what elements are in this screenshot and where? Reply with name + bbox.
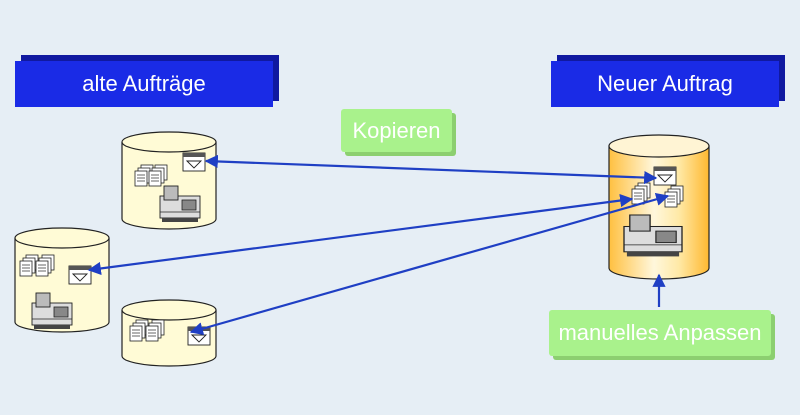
copy-arrows xyxy=(87,154,670,336)
old-orders-header: alte Aufträge xyxy=(15,61,273,107)
copy-arrow-3 xyxy=(189,192,670,336)
new-order-database xyxy=(608,134,710,280)
document-stack-icon xyxy=(129,319,165,342)
copy-arrow-1 xyxy=(204,154,658,185)
old-orders-header-label: alte Aufträge xyxy=(82,71,206,96)
old-order-database-3 xyxy=(121,299,217,367)
program-window-icon xyxy=(182,152,206,172)
copy-label: Kopieren xyxy=(352,117,441,143)
new-order-header: Neuer Auftrag xyxy=(551,61,779,107)
copy-label-box: Kopieren xyxy=(341,109,452,152)
program-window-icon xyxy=(653,166,677,186)
old-order-database-1 xyxy=(121,131,217,230)
new-order-header-label: Neuer Auftrag xyxy=(597,71,733,96)
old-order-database-2 xyxy=(14,227,110,333)
document-stack-icon xyxy=(134,164,168,187)
document-stack-icon xyxy=(19,254,55,277)
program-window-icon xyxy=(68,265,92,285)
